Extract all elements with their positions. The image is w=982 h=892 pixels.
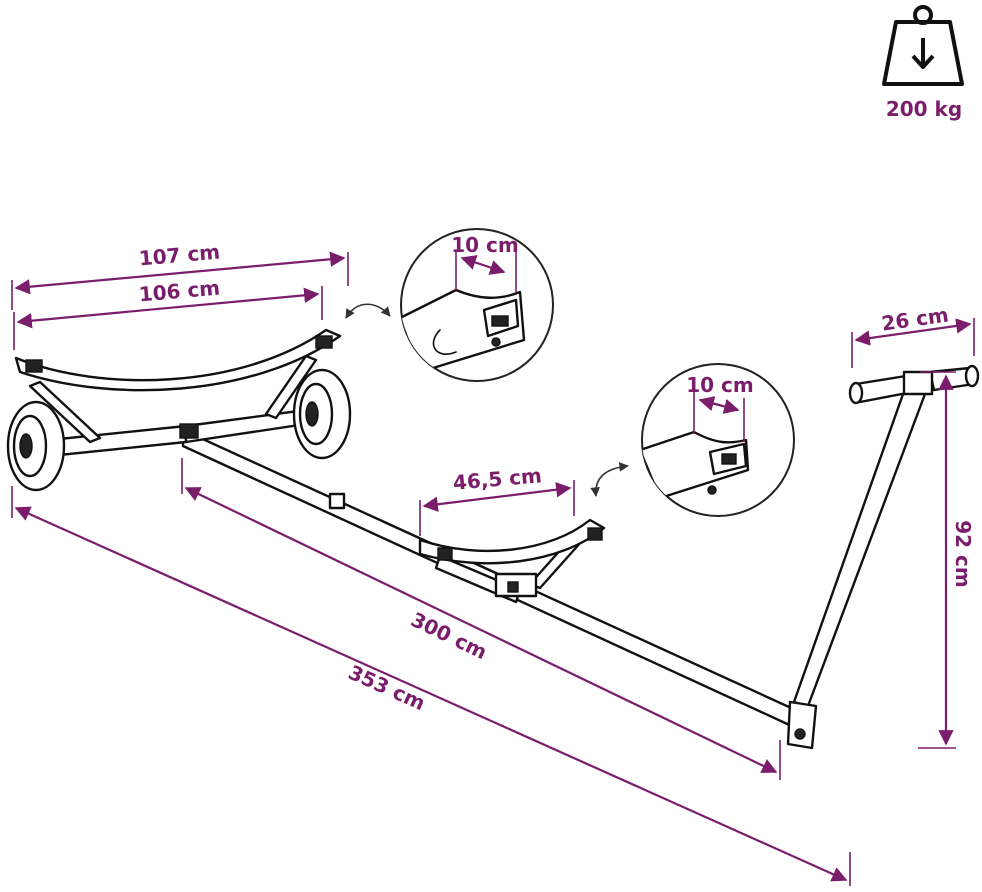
- trolley-drawing: [6, 328, 980, 750]
- right-wheel: [292, 368, 352, 460]
- rear-cradle: [14, 328, 342, 392]
- svg-text:353 cm: 353 cm: [345, 660, 429, 715]
- load-capacity-label: 200 kg: [886, 97, 962, 121]
- detail-circle-strap-2: 10 cm: [641, 363, 795, 517]
- svg-text:46,5 cm: 46,5 cm: [452, 463, 543, 495]
- detail-circle-strap-1: 10 cm: [400, 228, 554, 382]
- dimension-handle-width: 26 cm: [851, 302, 975, 368]
- svg-text:107 cm: 107 cm: [138, 240, 221, 271]
- strap-width-detail-2-label: 10 cm: [686, 373, 754, 397]
- strap-width-detail-1-label: 10 cm: [451, 233, 519, 257]
- left-wheel: [6, 400, 66, 492]
- dimension-support-strap: 46,5 cm: [419, 463, 575, 536]
- svg-text:26 cm: 26 cm: [880, 302, 950, 335]
- dimension-handle-height: 92 cm: [918, 371, 975, 749]
- dimension-frame-width-inner: 106 cm: [13, 276, 323, 350]
- svg-text:92 cm: 92 cm: [951, 520, 975, 588]
- weight-icon: [882, 5, 964, 86]
- svg-text:106 cm: 106 cm: [138, 276, 221, 307]
